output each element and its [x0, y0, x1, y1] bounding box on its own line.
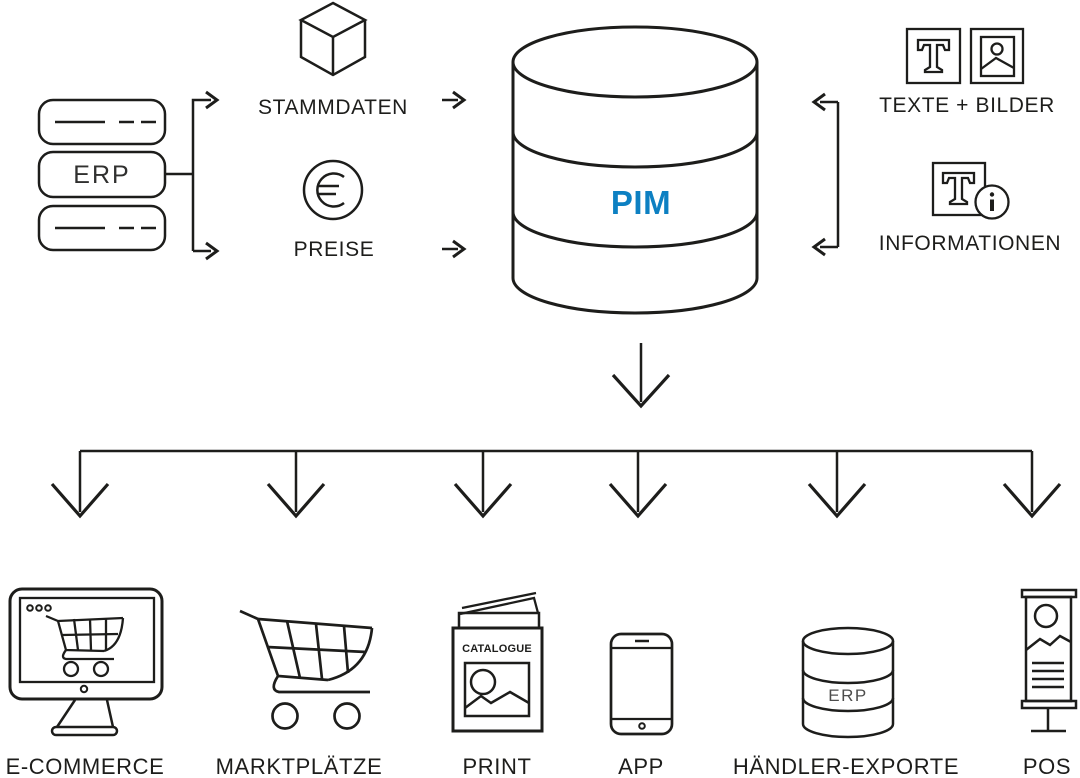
catalogue-icon	[451, 591, 544, 733]
enrichment-label-informationen: INFORMATIONEN	[878, 232, 1062, 255]
pim-database-icon	[511, 25, 759, 315]
channel-label-ecommerce: E-COMMERCE	[5, 754, 165, 778]
erp-source-label: ERP	[73, 161, 131, 189]
banner-stand-icon	[1020, 588, 1078, 733]
enrichment-branch-arrows	[811, 92, 840, 257]
input-label-stammdaten: STAMMDATEN	[258, 96, 408, 119]
image-icon	[969, 27, 1025, 85]
text-icon	[905, 27, 962, 85]
erp-export-database-icon	[801, 626, 895, 739]
ecommerce-monitor-icon	[8, 587, 164, 737]
cube-icon	[298, 1, 368, 77]
channel-label-pos: POS	[1022, 754, 1072, 778]
erp-server-icon	[37, 98, 167, 252]
channel-label-print: PRINT	[462, 754, 532, 778]
channel-label-marktplaetze: MARKTPLÄTZE	[215, 754, 383, 778]
erp-branch-arrows	[165, 90, 220, 261]
channel-label-haendler-exporte: HÄNDLER-EXPORTE	[732, 754, 960, 778]
channel-label-app: APP	[618, 754, 664, 778]
shopping-cart-icon	[239, 609, 374, 730]
arrow-stammdaten-to-pim	[442, 90, 467, 110]
text-info-icon	[931, 161, 1010, 220]
channel-arrows	[50, 451, 1062, 519]
erp-export-cylinder-label: ERP	[828, 686, 868, 705]
pim-hub-label: PIM	[610, 184, 672, 221]
enrichment-label-texte-bilder: TEXTE + BILDER	[879, 94, 1055, 117]
smartphone-icon	[609, 632, 674, 736]
mini-cart	[45, 614, 125, 678]
arrow-preise-to-pim	[442, 239, 467, 259]
catalogue-cover-text: CATALOGUE	[462, 643, 532, 655]
input-label-preise: PREISE	[293, 238, 375, 261]
pim-output-arrow	[611, 343, 671, 409]
euro-icon	[302, 159, 364, 221]
